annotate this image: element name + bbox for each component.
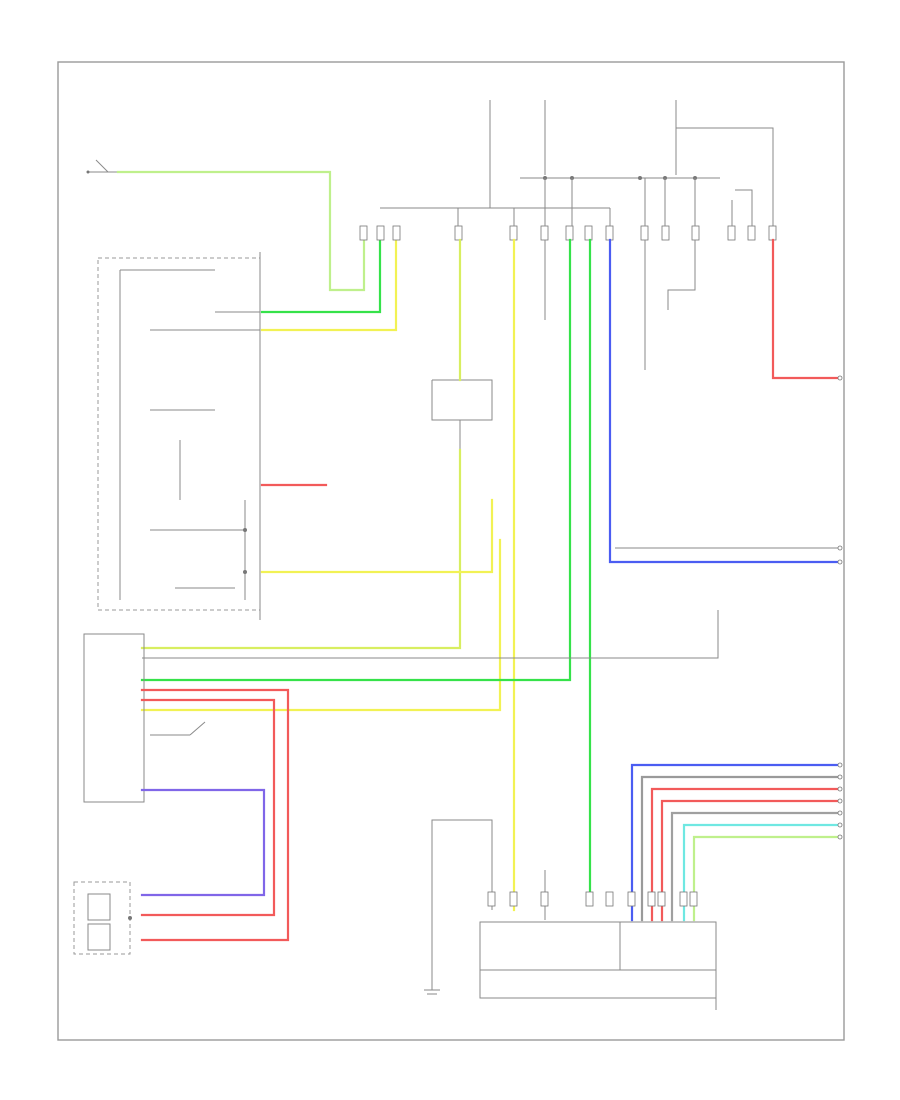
wire-light-green-lower (692, 835, 840, 922)
lower-left-control (83, 633, 206, 803)
lower-connectors (487, 891, 698, 907)
relay-block (431, 379, 493, 450)
diagram-frame (57, 61, 845, 1041)
wire-blue-lower (630, 763, 840, 922)
control-unit (479, 921, 717, 1010)
wire-gray-lower-2 (670, 811, 840, 922)
wire-red-right (771, 238, 840, 380)
wire-yellow-green-lower (140, 448, 462, 650)
wire-blue-right (608, 238, 840, 564)
wire-red-2 (140, 698, 276, 917)
switch-group (86, 159, 118, 174)
wire-yellow-upper (260, 238, 398, 332)
wire-cyan-lower (682, 823, 840, 922)
right-terminals (837, 375, 843, 840)
upper-connectors (359, 225, 777, 241)
bottom-left-actuator (73, 881, 132, 955)
wire-gray-lower (640, 775, 840, 922)
wire-green-upper (260, 238, 382, 314)
wire-blue-purple (140, 788, 266, 897)
wire-red-lower-2 (660, 799, 840, 922)
wire-green-long (140, 238, 572, 682)
wire-red-lower-1 (650, 787, 840, 922)
wire-light-green-switch (116, 170, 366, 292)
wire-red-1 (140, 688, 290, 942)
wire-yellow-mid (260, 498, 494, 574)
wire-yellow-lower-left (140, 538, 502, 712)
power-feed-group (380, 100, 774, 240)
left-module (97, 252, 261, 620)
